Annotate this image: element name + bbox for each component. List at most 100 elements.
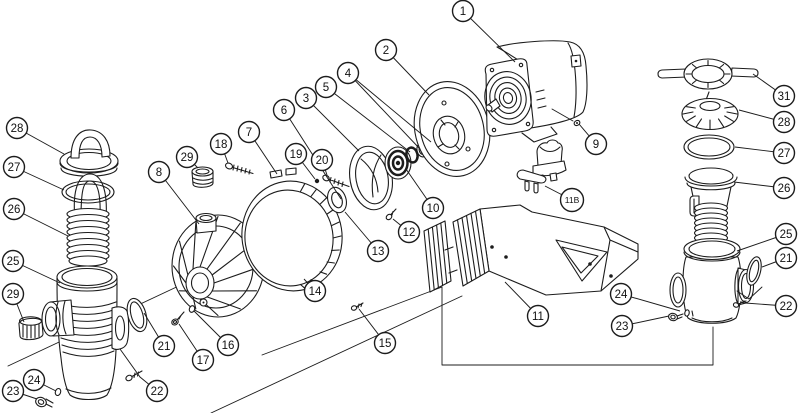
callout-circle — [1, 379, 25, 403]
callout-circle — [559, 187, 585, 213]
callout-23-39: 23 — [610, 314, 634, 338]
callout-28-32: 28 — [772, 110, 796, 134]
callout-6-5: 6 — [272, 98, 296, 122]
leader-line-5 — [325, 86, 411, 153]
callout-27-9: 27 — [2, 155, 26, 179]
callout-26-34: 26 — [772, 176, 796, 200]
callout-circle — [303, 279, 327, 303]
callout-label: 24 — [615, 289, 628, 301]
callout-11B-7: 11B — [559, 187, 585, 213]
callout-24-14: 24 — [22, 368, 46, 392]
pin-19 — [314, 178, 320, 184]
callout-10-21: 10 — [421, 196, 445, 220]
callout-label: 5 — [323, 82, 329, 94]
callout-15-25: 15 — [373, 331, 397, 355]
drain-plug-right — [668, 312, 684, 322]
callout-circle — [336, 61, 360, 85]
lid-oring-left — [61, 180, 115, 204]
callout-label: 14 — [309, 286, 322, 298]
seal-cap — [191, 166, 214, 188]
motor-clip-11b — [516, 169, 547, 194]
callout-4-2: 4 — [336, 61, 360, 85]
callout-29-16: 29 — [175, 145, 199, 169]
callout-23-13: 23 — [1, 379, 25, 403]
callout-label: 13 — [372, 246, 385, 258]
leader-line-1 — [462, 10, 516, 63]
screw-22-left — [125, 370, 143, 382]
seal-plate — [413, 81, 491, 177]
callout-circle — [191, 348, 215, 372]
callout-label: 21 — [780, 253, 793, 265]
callout-label: 26 — [778, 183, 791, 195]
motor — [484, 40, 588, 143]
strainer-basket-right — [684, 167, 738, 244]
callout-circle — [772, 141, 796, 165]
callout-circle — [421, 196, 445, 220]
callout-13-23: 13 — [366, 239, 390, 263]
callout-label: 6 — [281, 105, 287, 117]
callout-label: 27 — [8, 162, 21, 174]
callout-label: 22 — [780, 301, 793, 313]
pump-lid-left — [59, 129, 119, 177]
callout-circle — [584, 132, 608, 156]
pump-pot-left — [41, 265, 130, 401]
callout-label: 9 — [593, 139, 599, 151]
callout-12-22: 12 — [397, 220, 421, 244]
callout-circle — [145, 379, 169, 403]
screw-22-right — [732, 300, 747, 308]
callout-label: 26 — [8, 204, 21, 216]
motor-screw-9 — [551, 108, 581, 127]
callout-7-18: 7 — [237, 120, 261, 144]
callout-18-17: 18 — [209, 132, 233, 156]
callout-circle — [314, 75, 338, 99]
callout-label: 28 — [11, 123, 24, 135]
callout-circle — [366, 239, 390, 263]
callout-circle — [610, 314, 634, 338]
strainer-basket-left — [66, 173, 110, 267]
callout-circle — [451, 0, 475, 23]
callout-circle — [310, 148, 334, 172]
callout-label: 28 — [778, 117, 791, 129]
callout-label: 23 — [616, 321, 629, 333]
callout-22-29: 22 — [145, 379, 169, 403]
screw-12 — [385, 208, 397, 221]
pump-lid-right — [681, 91, 739, 131]
screw-20 — [322, 174, 350, 188]
callout-label: 29 — [7, 289, 20, 301]
screw-18 — [224, 162, 254, 175]
callout-label: 23 — [7, 386, 20, 398]
callout-circle — [774, 246, 798, 270]
callout-circle — [609, 282, 633, 306]
union-fitting — [18, 316, 44, 341]
diffuser-washer — [188, 305, 196, 313]
callout-circle — [526, 304, 550, 328]
callout-label: 27 — [778, 148, 791, 160]
lid-oring-right — [683, 134, 735, 160]
callout-label: 1 — [460, 6, 466, 18]
callout-label: 25 — [7, 256, 20, 268]
callout-14-24: 14 — [303, 279, 327, 303]
discharge-gasket-left — [126, 297, 148, 333]
drain-plug-left — [35, 396, 54, 408]
callout-label: 11 — [532, 311, 544, 323]
callout-label: 29 — [181, 152, 194, 164]
callout-11-30: 11 — [526, 304, 550, 328]
callout-label: 18 — [215, 139, 228, 151]
callout-19-19: 19 — [284, 142, 308, 166]
callout-9-6: 9 — [584, 132, 608, 156]
drain-oring-right — [684, 309, 694, 317]
callout-label: 4 — [345, 68, 352, 80]
callout-31-31: 31 — [772, 84, 796, 108]
callout-label: 10 — [427, 203, 440, 215]
callout-label: 2 — [383, 45, 389, 57]
callout-21-36: 21 — [774, 246, 798, 270]
callout-label: 16 — [222, 340, 235, 352]
callout-circle — [294, 86, 318, 110]
callout-label: 20 — [316, 155, 329, 167]
callout-circle — [774, 294, 798, 318]
screw-15 — [350, 302, 364, 311]
callout-17-27: 17 — [191, 348, 215, 372]
